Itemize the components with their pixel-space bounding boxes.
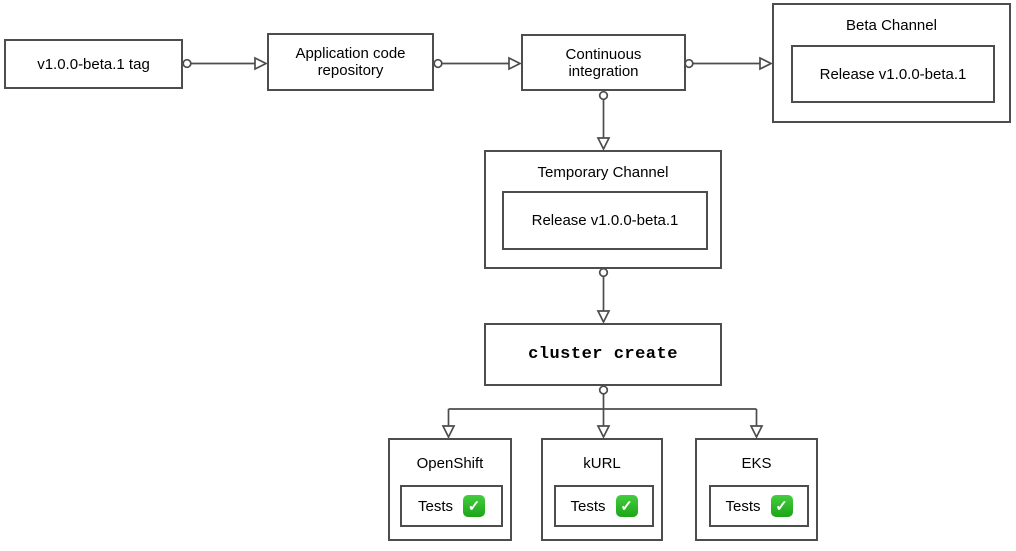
check-passed-icon: ✓ <box>770 495 793 517</box>
temporary-channel-title: Temporary Channel <box>537 163 669 181</box>
version-tag-label: v1.0.0-beta.1 tag <box>37 55 150 73</box>
node-version-tag: v1.0.0-beta.1 tag <box>4 39 183 89</box>
kurl-title: kURL <box>583 454 621 472</box>
node-openshift: OpenShift Tests ✓ <box>388 438 512 541</box>
check-passed-icon: ✓ <box>463 495 485 517</box>
node-eks: EKS Tests ✓ <box>695 438 818 541</box>
check-passed-icon: ✓ <box>615 495 638 517</box>
openshift-tests-box: Tests ✓ <box>400 485 503 527</box>
eks-tests-label: Tests <box>725 497 761 515</box>
openshift-title: OpenShift <box>416 454 484 472</box>
edge-cluster-create-branches <box>441 385 764 439</box>
beta-channel-release-box: Release v1.0.0-beta.1 <box>791 45 995 103</box>
node-app-code-repository: Application code repository <box>267 33 434 91</box>
eks-tests-box: Tests ✓ <box>709 485 809 527</box>
cluster-create-label: cluster create <box>528 345 678 364</box>
edge-ci-to-temp-channel <box>596 90 611 151</box>
node-beta-channel: Beta Channel Release v1.0.0-beta.1 <box>772 3 1011 123</box>
kurl-tests-label: Tests <box>570 497 606 515</box>
node-kurl: kURL Tests ✓ <box>541 438 663 541</box>
node-cluster-create: cluster create <box>484 323 722 386</box>
app-code-repository-label: Application code repository <box>295 45 406 79</box>
edge-repo-to-ci <box>433 56 522 71</box>
beta-channel-title: Beta Channel <box>846 16 937 34</box>
edge-temp-channel-to-cluster-create <box>596 267 611 324</box>
kurl-tests-box: Tests ✓ <box>554 485 654 527</box>
openshift-tests-label: Tests <box>417 497 453 515</box>
beta-release-label: Release v1.0.0-beta.1 <box>819 65 967 83</box>
node-temporary-channel: Temporary Channel Release v1.0.0-beta.1 <box>484 150 722 269</box>
edge-tag-to-repo <box>182 56 268 71</box>
continuous-integration-label: Continuous integration <box>565 45 642 80</box>
edge-ci-to-beta-channel <box>684 56 773 71</box>
node-continuous-integration: Continuous integration <box>521 34 686 91</box>
eks-title: EKS <box>741 454 772 472</box>
temporary-channel-release-box: Release v1.0.0-beta.1 <box>502 191 708 250</box>
temporary-release-label: Release v1.0.0-beta.1 <box>531 212 679 229</box>
